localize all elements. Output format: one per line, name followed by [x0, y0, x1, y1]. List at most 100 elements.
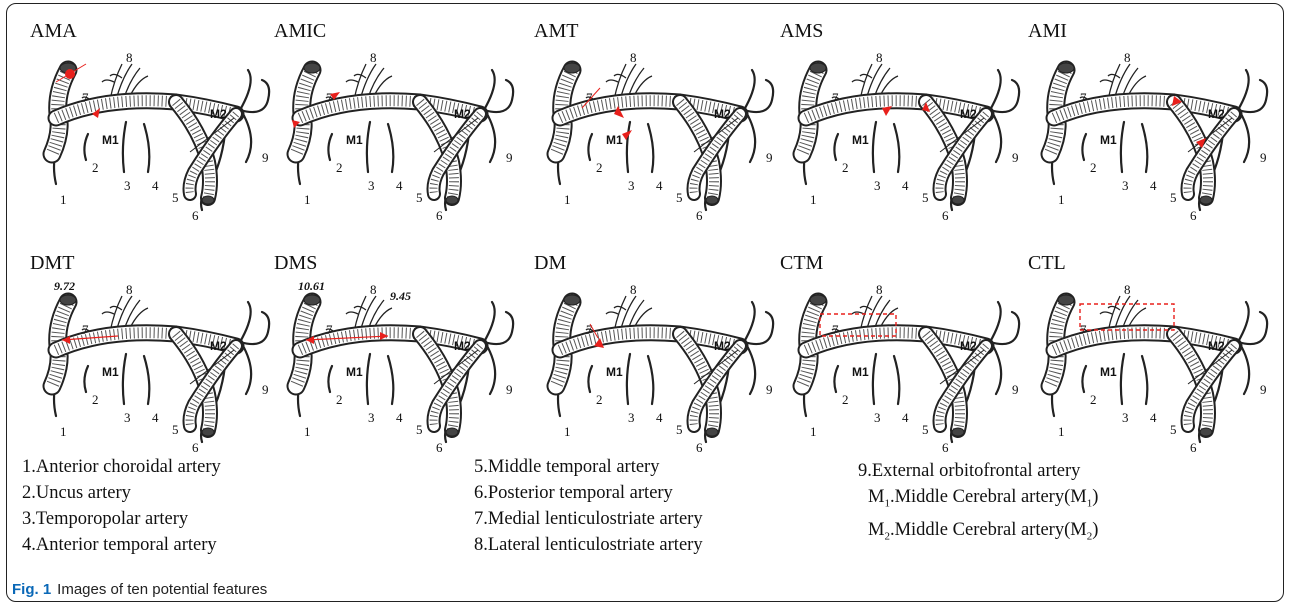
- ica-origin: [810, 63, 826, 73]
- label-4: 4: [1150, 178, 1157, 193]
- ica-origin: [304, 63, 320, 73]
- artery-panel-amt: AMT: [530, 22, 780, 232]
- label-4: 4: [152, 410, 159, 425]
- measurement-label: 9.45: [390, 289, 411, 303]
- artery-diagram: 8 7 M1 M2 1 2 3 4 5 6 9: [270, 22, 520, 232]
- label-m1: M1: [606, 365, 623, 379]
- label-8: 8: [876, 282, 883, 297]
- label-5: 5: [416, 190, 423, 205]
- label-8: 8: [630, 282, 637, 297]
- artery-panel-ctm: CTM: [776, 254, 1026, 464]
- label-2: 2: [596, 392, 603, 407]
- label-9: 9: [506, 150, 513, 165]
- label-m1: M1: [346, 365, 363, 379]
- label-5: 5: [676, 422, 683, 437]
- label-m2: M2: [714, 107, 731, 121]
- legend-item: 6.Posterior temporal artery: [474, 480, 703, 506]
- label-7: 7: [326, 322, 333, 337]
- legend-item: 2.Uncus artery: [22, 480, 221, 506]
- label-m2: M2: [1208, 339, 1225, 353]
- label-6: 6: [436, 440, 443, 455]
- label-m1: M1: [346, 133, 363, 147]
- label-m1: M1: [1100, 133, 1117, 147]
- label-4: 4: [656, 410, 663, 425]
- label-4: 4: [396, 178, 403, 193]
- artery-panel-dmt: DMT: [26, 254, 276, 464]
- label-6: 6: [192, 440, 199, 455]
- label-2: 2: [336, 392, 343, 407]
- label-3: 3: [874, 178, 881, 193]
- legend-column-2: 5.Middle temporal artery 6.Posterior tem…: [474, 454, 703, 558]
- label-7: 7: [586, 322, 593, 337]
- label-7: 7: [82, 90, 89, 105]
- label-6: 6: [696, 208, 703, 223]
- label-m2: M2: [454, 339, 471, 353]
- artery-diagram: 8 7 M1 M2 1 2 3 4 5 6 9: [530, 254, 780, 464]
- label-3: 3: [124, 178, 131, 193]
- label-4: 4: [396, 410, 403, 425]
- label-m2: M2: [714, 339, 731, 353]
- label-8: 8: [126, 282, 133, 297]
- ica-origin: [60, 295, 76, 305]
- artery-diagram: 8 7 M1 M2 1 2 3 4 5 6 9: [26, 22, 276, 232]
- label-3: 3: [368, 410, 375, 425]
- label-4: 4: [152, 178, 159, 193]
- label-2: 2: [1090, 392, 1097, 407]
- label-9: 9: [1260, 382, 1267, 397]
- label-6: 6: [192, 208, 199, 223]
- label-9: 9: [766, 382, 773, 397]
- artery-panel-ctl: CTL: [1024, 254, 1274, 464]
- label-8: 8: [126, 50, 133, 65]
- label-3: 3: [124, 410, 131, 425]
- label-1: 1: [304, 192, 311, 207]
- label-5: 5: [922, 422, 929, 437]
- ica-origin: [564, 63, 580, 73]
- label-5: 5: [172, 422, 179, 437]
- measurement-label: 9.72: [54, 279, 75, 293]
- label-9: 9: [766, 150, 773, 165]
- ica-origin: [810, 295, 826, 305]
- legend-item: 4.Anterior temporal artery: [22, 532, 221, 558]
- label-2: 2: [92, 392, 99, 407]
- label-8: 8: [1124, 50, 1131, 65]
- label-8: 8: [1124, 282, 1131, 297]
- artery-panel-dm: DM: [530, 254, 780, 464]
- label-7: 7: [326, 90, 333, 105]
- label-4: 4: [902, 178, 909, 193]
- label-m1: M1: [102, 133, 119, 147]
- label-2: 2: [842, 160, 849, 175]
- label-3: 3: [1122, 410, 1129, 425]
- artery-diagram: 8 7 M1 M2 1 2 3 4 5 6 9: [776, 254, 1026, 464]
- artery-panel-ama: AMA: [26, 22, 276, 232]
- label-4: 4: [902, 410, 909, 425]
- label-8: 8: [370, 282, 377, 297]
- label-1: 1: [1058, 192, 1065, 207]
- label-1: 1: [810, 424, 817, 439]
- label-1: 1: [60, 424, 67, 439]
- label-6: 6: [1190, 440, 1197, 455]
- label-m1: M1: [852, 133, 869, 147]
- label-1: 1: [60, 192, 67, 207]
- label-5: 5: [416, 422, 423, 437]
- legend-item: 1.Anterior choroidal artery: [22, 454, 221, 480]
- ica-origin: [1058, 295, 1074, 305]
- label-m2: M2: [960, 107, 977, 121]
- legend-column-1: 1.Anterior choroidal artery 2.Uncus arte…: [22, 454, 221, 558]
- artery-diagram: 8 7 M1 M2 1 2 3 4 5 6 9 9.72: [26, 254, 276, 464]
- label-2: 2: [1090, 160, 1097, 175]
- ica-origin: [304, 295, 320, 305]
- label-m2: M2: [210, 107, 227, 121]
- label-m2: M2: [210, 339, 227, 353]
- artery-panel-ams: AMS: [776, 22, 1026, 232]
- label-9: 9: [262, 382, 269, 397]
- measurement-label: 10.61: [298, 279, 325, 293]
- legend-column-3: 9.External orbitofrontal artery M1.Middl…: [868, 458, 1098, 549]
- label-5: 5: [922, 190, 929, 205]
- label-8: 8: [630, 50, 637, 65]
- label-8: 8: [876, 50, 883, 65]
- label-1: 1: [304, 424, 311, 439]
- label-3: 3: [874, 410, 881, 425]
- label-9: 9: [506, 382, 513, 397]
- label-3: 3: [1122, 178, 1129, 193]
- legend-item: 5.Middle temporal artery: [474, 454, 703, 480]
